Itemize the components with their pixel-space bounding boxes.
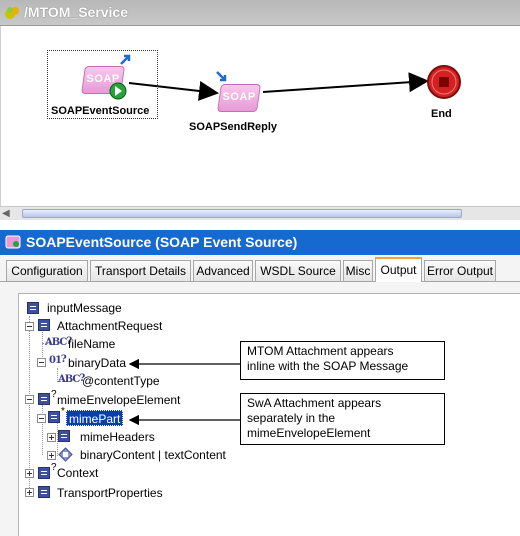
element-icon (58, 430, 70, 442)
node-label-soap-event-source: SOAPEventSource (51, 105, 150, 117)
element-icon (38, 393, 50, 405)
tab-configuration[interactable]: Configuration (6, 260, 88, 281)
callout-mtom: MTOM Attachment appears inline with the … (240, 341, 445, 380)
process-title: /MTOM_Service (24, 4, 129, 20)
tree-item-binary-data[interactable]: binaryData (68, 356, 127, 370)
tree-item-binary-content[interactable]: binaryContent | textContent (80, 448, 226, 462)
tree-item-mime-part[interactable]: mimePart (66, 410, 124, 426)
collapse-toggle[interactable] (25, 395, 34, 404)
process-title-bar: /MTOM_Service (0, 0, 520, 26)
element-icon (38, 319, 50, 331)
tree-item-mime-envelope-element[interactable]: mimeEnvelopeElement (57, 393, 181, 407)
node-label-soap-send-reply: SOAPSendReply (189, 121, 278, 133)
tree-item-file-name[interactable]: fileName (68, 337, 116, 351)
element-icon (27, 302, 39, 314)
tab-output[interactable]: Output (375, 257, 422, 282)
end-stop-icon (427, 65, 461, 99)
binary-type-icon: 01? (49, 354, 67, 367)
expand-toggle[interactable] (47, 433, 56, 442)
soap-badge-icon: SOAP (217, 84, 261, 112)
pin-arrow-icon (120, 54, 131, 65)
tree-item-attachment-request[interactable]: AttachmentRequest (57, 319, 163, 333)
tree-item-input-message[interactable]: inputMessage (47, 301, 122, 315)
panel-title-bar: SOAPEventSource (SOAP Event Source) (0, 230, 520, 255)
collapse-toggle[interactable] (37, 358, 46, 367)
collapse-toggle[interactable] (25, 322, 34, 331)
string-type-icon: ABC? (58, 373, 85, 386)
expand-toggle[interactable] (25, 469, 34, 478)
expand-toggle[interactable] (47, 451, 56, 460)
tab-strip: Configuration Transport Details Advanced… (0, 256, 520, 282)
tree-item-mime-headers[interactable]: mimeHeaders (80, 430, 155, 444)
scroll-left-icon[interactable]: ◀ (2, 208, 10, 219)
process-logo-icon (5, 7, 19, 19)
element-icon (38, 486, 50, 498)
collapse-toggle[interactable] (37, 414, 46, 423)
node-soap-event-source[interactable]: SOAP (81, 54, 131, 102)
element-icon (38, 467, 50, 479)
scrollbar-thumb[interactable] (22, 209, 462, 218)
callout-swa: SwA Attachment appears separately in the… (240, 393, 445, 445)
string-type-icon: ABC? (45, 336, 72, 349)
reply-arrow-icon (216, 71, 227, 82)
tab-transport-details[interactable]: Transport Details (90, 260, 191, 281)
choice-diamond-icon (58, 447, 73, 462)
node-label-end: End (431, 108, 452, 120)
node-end[interactable] (426, 64, 462, 100)
tree-item-transport-properties[interactable]: TransportProperties (57, 486, 163, 500)
tree-item-content-type[interactable]: @contentType (82, 374, 160, 388)
selection-rectangle (47, 50, 158, 119)
start-play-icon (109, 82, 127, 100)
tab-advanced[interactable]: Advanced (193, 260, 253, 281)
panel-title: SOAPEventSource (SOAP Event Source) (26, 234, 298, 250)
tree-item-context[interactable]: Context (57, 466, 99, 480)
tab-error-output[interactable]: Error Output (424, 260, 496, 281)
process-canvas[interactable]: SOAP SOAPEventSource SOAP SOAPSendReply … (0, 26, 520, 206)
tab-wsdl-source[interactable]: WSDL Source (255, 260, 341, 281)
element-icon (48, 411, 60, 423)
tab-misc[interactable]: Misc (343, 260, 373, 281)
horizontal-scrollbar[interactable]: ◀ (0, 206, 520, 220)
process-flow-arrows (128, 72, 429, 101)
node-soap-send-reply[interactable]: SOAP (216, 71, 265, 114)
soap-event-source-icon (5, 235, 21, 249)
expand-toggle[interactable] (25, 488, 34, 497)
